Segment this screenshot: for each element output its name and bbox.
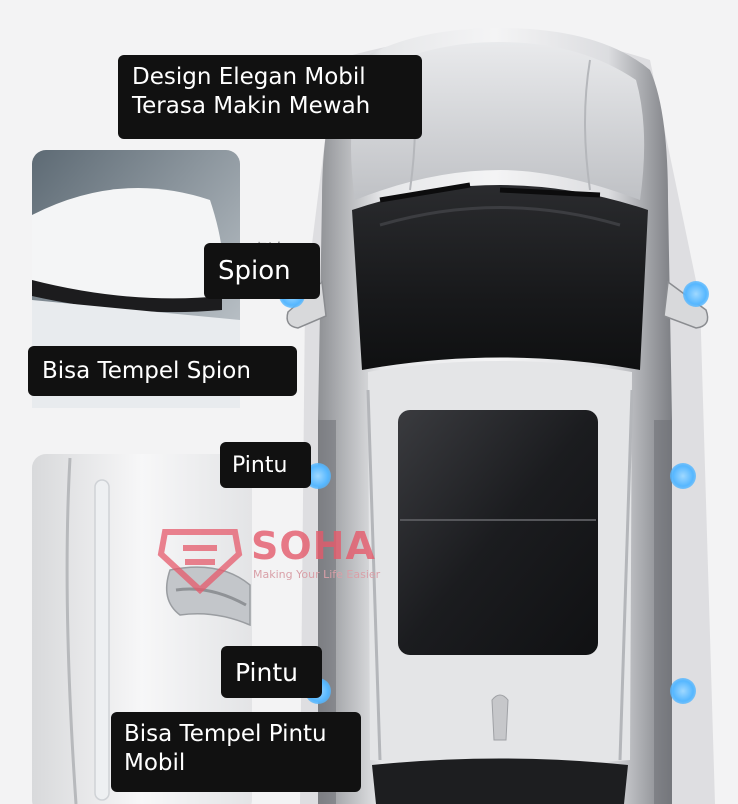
watermark-shield-icon: [157, 529, 243, 595]
label-pintu-top: Pintu: [220, 442, 311, 488]
watermark-tagline: Making Your Life Easier: [253, 568, 381, 581]
pintu-marker-right-bottom: [670, 678, 696, 704]
headline-line1: Design Elegan Mobil: [132, 64, 366, 90]
label-bisa-tempel-spion: Bisa Tempel Spion: [28, 346, 297, 396]
label-bisa-tempel-pintu: Bisa Tempel Pintu Mobil: [111, 712, 361, 792]
label-pintu-bottom: Pintu: [221, 646, 322, 698]
watermark-brand: SOHA: [251, 524, 376, 568]
headline: Design Elegan Mobil Terasa Makin Mewah: [118, 55, 422, 139]
label-bisa-tempel-pintu-line2: Mobil: [124, 749, 186, 776]
label-bisa-tempel-pintu-line1: Bisa Tempel Pintu: [124, 721, 327, 747]
headline-line2: Terasa Makin Mewah: [132, 92, 371, 119]
pintu-marker-right-top: [670, 463, 696, 489]
spion-marker-right: [683, 281, 709, 307]
label-spion: Spion: [204, 243, 320, 299]
watermark-logo: SOHA Making Your Life Easier: [155, 524, 415, 595]
